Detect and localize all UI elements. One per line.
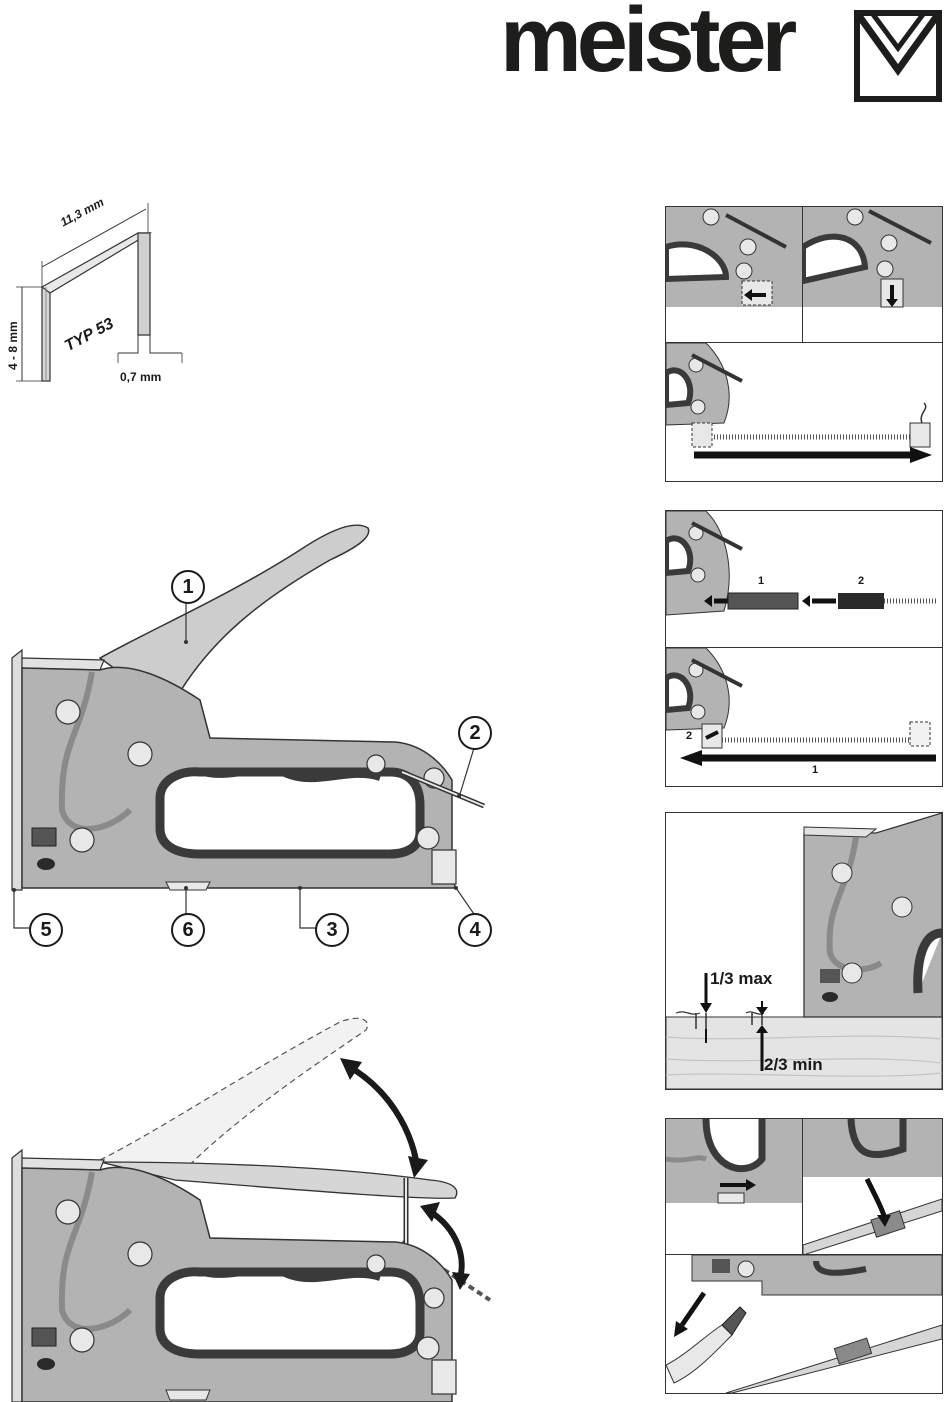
depth-max-label: 1/3 max bbox=[710, 969, 772, 989]
staple-height-label: 4 - 8 mm bbox=[6, 321, 20, 370]
step-slide-release-panel bbox=[665, 1118, 804, 1256]
stapler-parts-diagram bbox=[0, 510, 520, 960]
brand-logo: meister bbox=[500, 6, 940, 102]
stapler-operation-diagram bbox=[0, 1010, 520, 1402]
step-insert-staples-panel: 1 2 bbox=[665, 510, 943, 649]
staple-thickness-label: 0,7 mm bbox=[120, 370, 161, 384]
load-step-label-pusher: 2 bbox=[858, 575, 864, 587]
meister-emblem-icon bbox=[854, 10, 942, 102]
callout-5: 5 bbox=[29, 913, 63, 947]
step-close-magazine-panel: 2 1 bbox=[665, 647, 943, 787]
callout-2: 2 bbox=[458, 716, 492, 750]
callout-4: 4 bbox=[458, 913, 492, 947]
callout-6: 6 bbox=[171, 913, 205, 947]
step-remove-cover-panel bbox=[802, 1118, 943, 1256]
step-press-latch-panel bbox=[802, 206, 943, 344]
staple-depth-panel: 1/3 max 2/3 min bbox=[665, 812, 943, 1090]
callout-1: 1 bbox=[171, 570, 205, 604]
close-step-label-slide: 2 bbox=[686, 730, 692, 742]
brand-name: meister bbox=[500, 0, 792, 88]
depth-min-label: 2/3 min bbox=[764, 1055, 823, 1075]
callout-3: 3 bbox=[315, 913, 349, 947]
staple-diagram bbox=[0, 195, 200, 395]
close-step-label-pull: 1 bbox=[812, 764, 818, 776]
step-release-latch-panel bbox=[665, 206, 804, 344]
step-pull-spring-panel bbox=[665, 342, 943, 482]
load-step-label-staples: 1 bbox=[758, 575, 764, 587]
step-pliers-remove-panel bbox=[665, 1254, 943, 1394]
